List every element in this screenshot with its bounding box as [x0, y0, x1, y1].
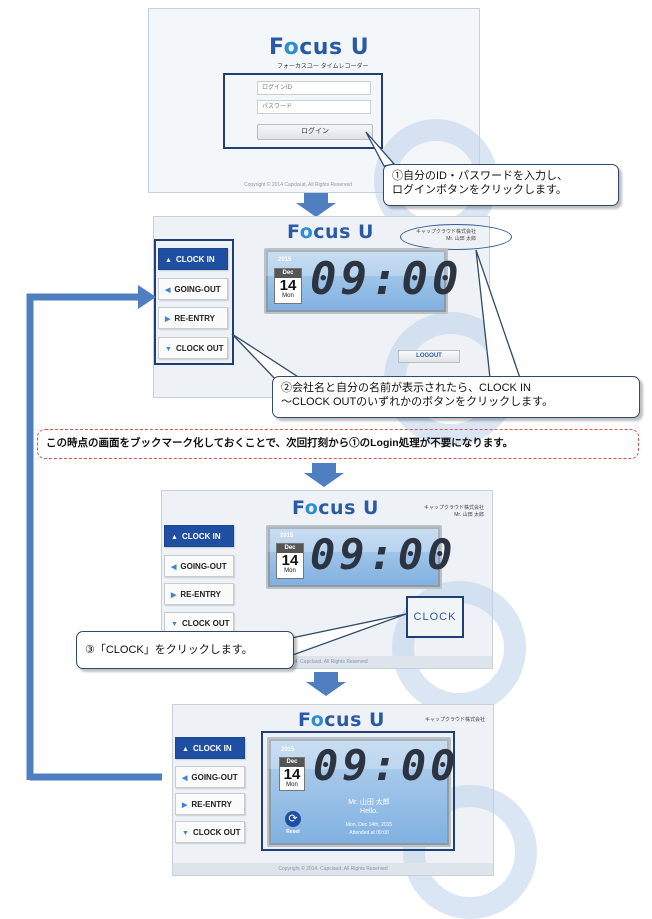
year-label: 2015: [280, 533, 294, 539]
down-arrow-2: [304, 463, 344, 489]
time-display: 09:00: [310, 254, 463, 305]
result-attended: Attended at 09:00: [349, 830, 389, 836]
up-arrow-icon: ▲: [165, 257, 172, 264]
refresh-icon: ⟳: [285, 811, 301, 827]
going-out-button[interactable]: ◀GOING-OUT: [164, 555, 234, 577]
step3-callout: ③「CLOCK」をクリックします。: [76, 631, 294, 669]
company-name: キャップクラウド株式会社: [423, 505, 484, 511]
year-label: 2015: [281, 747, 295, 753]
left-arrow-icon: ◀: [165, 287, 171, 294]
clock-out-button[interactable]: ▼CLOCK OUT: [158, 337, 228, 359]
step2-text-line1: ②会社名と自分の名前が表示されたら、CLOCK IN: [281, 382, 531, 394]
step1-text-line2: ログインボタンをクリックします。: [392, 184, 567, 196]
down-arrow-1: [296, 193, 336, 219]
going-out-button[interactable]: ◀GOING-OUT: [158, 278, 228, 300]
result-screen: Focus U キャップクラウド株式会社 ▲CLOCK IN ◀GOING-OU…: [172, 704, 537, 919]
re-entry-button[interactable]: ▶RE-ENTRY: [164, 583, 234, 605]
clock-button[interactable]: CLOCK: [406, 596, 464, 638]
up-arrow-icon: ▲: [182, 746, 189, 753]
loop-back-arrow: [26, 285, 162, 781]
result-highlight: [261, 731, 455, 851]
going-out-button[interactable]: ◀GOING-OUT: [175, 766, 245, 788]
bookmark-notice: この時点の画面をブックマーク化しておくことで、次回打刻から①のLogin処理が不…: [37, 429, 639, 459]
login-id-input[interactable]: [257, 81, 371, 95]
down-arrow-icon: ▼: [171, 621, 178, 628]
clock-out-button[interactable]: ▼CLOCK OUT: [175, 821, 245, 843]
company-info: キャップクラウド株式会社 Mr. 山田 太郎: [412, 505, 484, 519]
nav-highlight: [154, 239, 234, 365]
company-highlight: [400, 224, 512, 250]
clock-in-button[interactable]: ▲CLOCK IN: [175, 737, 245, 759]
reset-button[interactable]: ⟳ Reset: [279, 811, 307, 841]
logo: Focus U: [287, 221, 374, 243]
clock-in-button[interactable]: ▲CLOCK IN: [158, 248, 228, 270]
step2-text-line2: ～CLOCK OUTのいずれかのボタンをクリックします。: [281, 396, 554, 408]
logo: Focus U: [298, 709, 385, 731]
copyright-text: Copyright © 2014 Capclaud, All Rights Re…: [244, 182, 352, 188]
login-screen: Focus U フォーカスユー タイムレコーダー ログイン Copyright …: [148, 8, 498, 243]
user-name: Mr. 山田 太郎: [454, 512, 484, 518]
step2-pointers: [231, 249, 521, 383]
logo-subtitle: フォーカスユー タイムレコーダー: [277, 64, 369, 70]
footer: Copyright © 2014. Capclaud, All Rights R…: [173, 863, 493, 875]
password-input[interactable]: [257, 100, 371, 114]
right-arrow-icon: ▶: [182, 802, 188, 809]
time-display: 09:00: [310, 530, 457, 579]
logo: Focus U: [292, 497, 379, 519]
re-entry-button[interactable]: ▶RE-ENTRY: [158, 307, 228, 329]
logout-button[interactable]: LOGOUT: [398, 350, 460, 363]
step1-pointer: [365, 131, 396, 167]
step1-callout: ①自分のID・パスワードを入力し、 ログインボタンをクリックします。: [383, 164, 619, 206]
down-arrow-icon: ▼: [165, 346, 172, 353]
logo: Focus U: [269, 35, 370, 60]
company-name: キャップクラウド株式会社: [424, 717, 485, 723]
login-button[interactable]: ログイン: [257, 124, 373, 140]
clock-out-button[interactable]: ▼CLOCK OUT: [164, 612, 234, 634]
right-arrow-icon: ▶: [171, 592, 177, 599]
up-arrow-icon: ▲: [171, 534, 178, 541]
left-arrow-icon: ◀: [182, 775, 188, 782]
left-arrow-icon: ◀: [171, 564, 177, 571]
time-display: 09:00: [313, 741, 460, 790]
year-label: 2015: [278, 257, 292, 263]
down-arrow-3: [306, 672, 346, 698]
clock-in-button[interactable]: ▲CLOCK IN: [164, 525, 234, 547]
clock-screen: Focus U キャップクラウド株式会社 Mr. 山田 太郎 ▲CLOCK IN…: [161, 490, 526, 715]
right-arrow-icon: ▶: [165, 316, 171, 323]
result-date: Mon, Dec 14th, 2015: [345, 822, 393, 828]
re-entry-button[interactable]: ▶RE-ENTRY: [175, 793, 245, 815]
step2-callout: ②会社名と自分の名前が表示されたら、CLOCK IN ～CLOCK OUTのいず…: [272, 376, 640, 418]
result-hello: Hello.: [360, 808, 378, 815]
result-user: Mr. 山田 太郎: [348, 799, 390, 806]
step1-text-line1: ①自分のID・パスワードを入力し、: [392, 170, 568, 182]
reset-label: Reset: [286, 829, 300, 835]
login-form-highlight: [223, 73, 383, 149]
down-arrow-icon: ▼: [182, 830, 189, 837]
step3-text: ③「CLOCK」をクリックします。: [85, 644, 253, 656]
